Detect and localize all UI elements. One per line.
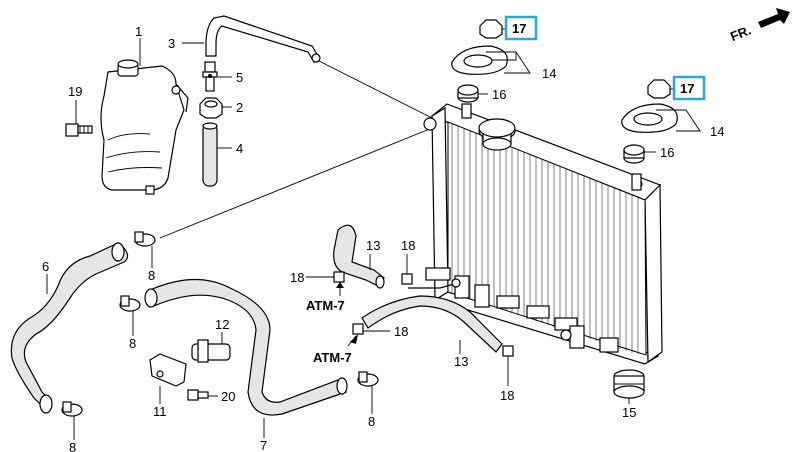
callout-17-b: 17 (680, 81, 694, 96)
hose-6 (10, 243, 129, 411)
callout-8-a: 8 (148, 268, 155, 283)
callout-13-a: 13 (366, 238, 380, 253)
callout-8-b: 8 (129, 336, 136, 351)
callout-14-a: 14 (542, 66, 556, 81)
part-2-nut (199, 97, 223, 119)
callout-3: 3 (168, 36, 175, 51)
orientation-label: FR. (728, 22, 753, 44)
callout-2: 2 (236, 100, 243, 115)
clamp-8-c (61, 401, 83, 417)
callout-6: 6 (42, 259, 49, 274)
mount-left (451, 19, 508, 103)
callout-8-d: 8 (368, 414, 375, 429)
callout-18-a: 18 (290, 270, 304, 285)
reserve-tank (100, 59, 189, 195)
callout-8-c: 8 (69, 440, 76, 452)
overflow-hose (205, 15, 321, 64)
callout-12: 12 (215, 317, 229, 332)
clamp-8-b (119, 295, 141, 312)
callout-1: 1 (135, 24, 142, 39)
atf-pipe (408, 283, 455, 289)
clamp-18-c (352, 323, 364, 335)
hose-13-upper-end (375, 275, 385, 289)
clamp-18-d (502, 345, 514, 357)
callout-17-a: 17 (512, 21, 526, 36)
callout-4: 4 (236, 141, 243, 156)
callout-18-c: 18 (394, 324, 408, 339)
cushion-15 (613, 369, 645, 399)
callout-16-a: 16 (492, 87, 506, 102)
leader-lower-hose-to-radiator (159, 127, 433, 239)
callout-13-b: 13 (454, 354, 468, 369)
highlight-box-17-b (672, 75, 706, 101)
callout-14-b: 14 (710, 124, 724, 139)
callout-16-b: 16 (660, 145, 674, 160)
ref-atm-7-b: ATM-7 (313, 350, 352, 365)
part-4-tube (202, 122, 218, 187)
radiator (423, 103, 663, 365)
callout-18-d: 18 (500, 388, 514, 403)
callout-7: 7 (260, 438, 267, 452)
highlight-box-17-a (504, 15, 538, 41)
hose-7-end-lower (336, 377, 348, 395)
callout-20: 20 (221, 389, 235, 404)
callout-11: 11 (153, 404, 167, 419)
mount-right (621, 79, 678, 164)
part-5-nipple (202, 61, 218, 92)
bolt-19 (65, 123, 93, 137)
clamp-18-b (401, 273, 413, 285)
hose-6-end-upper (111, 242, 125, 262)
hose-7-end-upper (144, 288, 158, 308)
leader-upper-hose-to-radiator (316, 59, 433, 119)
callout-5: 5 (236, 70, 243, 85)
hose-6-end-lower (39, 394, 53, 414)
callout-19: 19 (68, 84, 82, 99)
clamp-8-a (134, 231, 156, 247)
clip-12 (191, 339, 231, 363)
clamp-18-a (333, 271, 345, 283)
bracket-11 (149, 353, 187, 387)
arrow-right-icon: FR. (728, 8, 790, 44)
callout-18-b: 18 (401, 238, 415, 253)
bolt-20 (187, 389, 209, 401)
hose-13-lower (361, 295, 503, 353)
callout-15: 15 (622, 405, 636, 420)
clamp-8-d (357, 371, 379, 387)
ref-atm-7-a: ATM-7 (306, 298, 345, 313)
